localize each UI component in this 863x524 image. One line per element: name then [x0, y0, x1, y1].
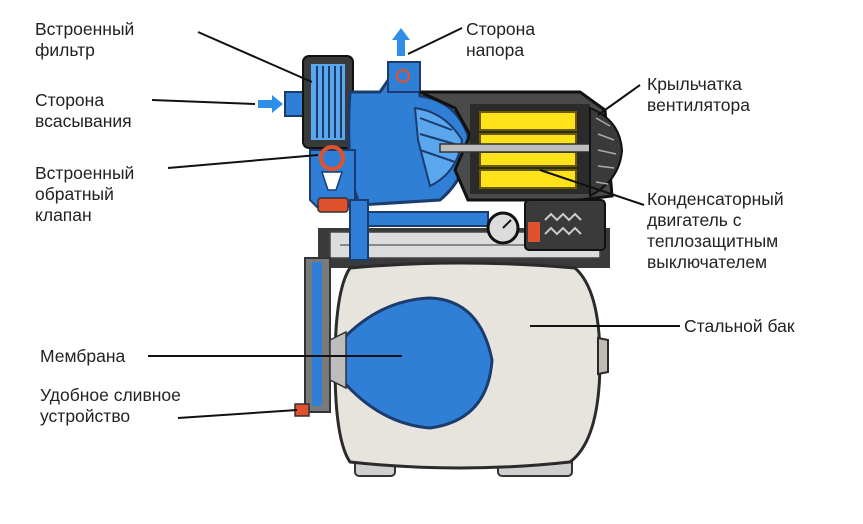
label-suction-side: Сторона всасывания	[35, 90, 132, 131]
capacitor-switch-box	[486, 199, 606, 251]
leader-check-valve	[167, 154, 319, 169]
label-capacitor-motor: Конденсаторный двигатель с теплозащитным…	[647, 189, 784, 272]
leader-suction	[151, 99, 256, 105]
label-drain-device: Удобное сливное устройство	[40, 385, 181, 426]
leader-fan	[597, 84, 641, 116]
drain-device	[294, 257, 347, 417]
leader-filter	[197, 31, 313, 83]
pump-head	[284, 55, 489, 261]
label-pressure-side: Сторона напора	[466, 19, 536, 60]
label-check-valve: Встроенный обратный клапан	[35, 163, 135, 225]
motor-housing	[419, 90, 624, 202]
label-membrane: Мембрана	[40, 346, 126, 366]
label-steel-tank: Стальной бак	[684, 316, 795, 336]
pressure-arrow	[392, 28, 410, 56]
leader-lines	[148, 27, 680, 419]
label-builtin-filter: Встроенный фильтр	[35, 19, 135, 60]
label-fan-impeller: Крыльчатка вентилятора	[647, 74, 750, 115]
leader-drain	[177, 409, 298, 419]
suction-arrow	[258, 95, 283, 113]
leader-pressure-side	[407, 27, 463, 55]
leader-motor	[539, 169, 645, 206]
